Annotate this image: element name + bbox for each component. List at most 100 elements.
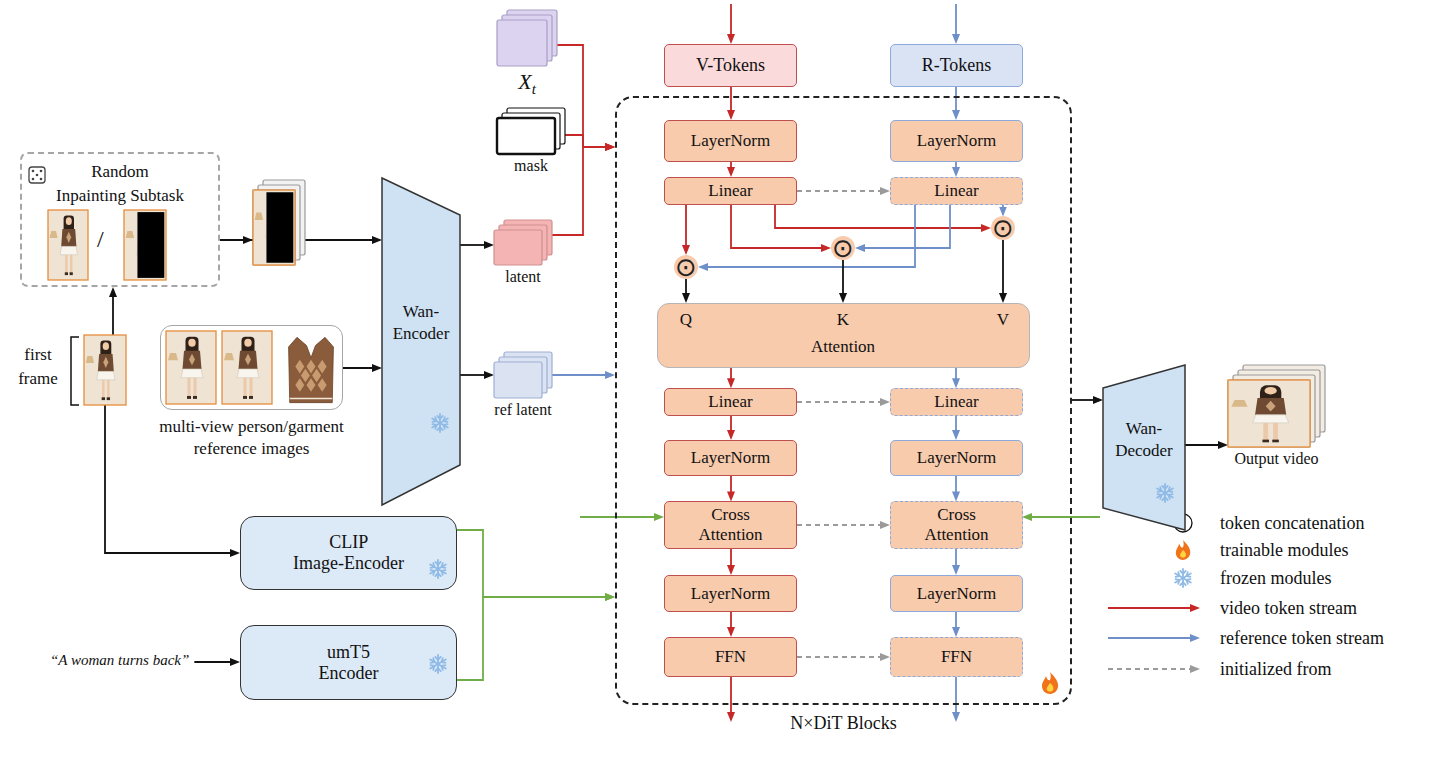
module-label: LayerNorm	[917, 584, 996, 604]
shoe	[107, 397, 110, 400]
snowflake-stroke	[1167, 493, 1172, 499]
module-label: Linear	[708, 392, 752, 412]
snowflake-arm	[429, 657, 447, 671]
argyle	[66, 232, 71, 243]
photo-frame	[1228, 380, 1310, 447]
module-box: Cross Attention	[664, 501, 797, 548]
snowflake-stroke	[1175, 574, 1191, 583]
shoe	[70, 272, 73, 275]
connector	[730, 87, 732, 114]
connector	[1002, 205, 1004, 211]
lamp	[255, 213, 263, 221]
snowflake-stroke	[433, 423, 438, 429]
connector	[343, 367, 376, 369]
photo-frame	[222, 331, 272, 404]
stack-label: Output video	[1235, 450, 1319, 468]
legend-text: token concatenation	[1220, 512, 1364, 534]
module-label: R-Tokens	[922, 55, 992, 76]
attention-label: Attention	[811, 337, 875, 357]
module-box: Cross Attention	[890, 501, 1023, 548]
sweater	[98, 354, 114, 372]
leg	[1273, 423, 1278, 440]
connector	[1185, 444, 1222, 446]
leg	[1263, 423, 1268, 440]
garment-photo	[289, 337, 334, 402]
subtask-title: Random Inpainting Subtask	[55, 160, 185, 208]
snowflake-arm	[429, 562, 447, 576]
output-stub	[955, 677, 957, 716]
module-label: FFN	[715, 647, 746, 667]
snowflake-stroke	[435, 562, 440, 565]
legend-text: initialized from	[1220, 658, 1331, 680]
snowflake-icon	[1174, 569, 1192, 587]
connector	[1072, 399, 1097, 401]
connector	[955, 476, 957, 495]
skirt	[1253, 415, 1289, 423]
connector	[565, 135, 609, 147]
connector	[797, 656, 884, 658]
shoe	[243, 396, 247, 399]
module-label: Cross Attention	[912, 505, 1002, 544]
shoe	[1272, 440, 1279, 443]
latent-stack: ref latent	[494, 352, 552, 398]
snowflake-stroke	[1175, 574, 1191, 583]
face	[66, 217, 72, 225]
snowflake-arm	[1174, 571, 1192, 585]
module-box: Linear	[890, 177, 1023, 205]
snowflake-stroke	[430, 660, 446, 669]
stack-label: t	[532, 81, 536, 98]
input-stub	[955, 4, 957, 38]
snowflake-stroke	[437, 427, 442, 430]
snowflake-stroke	[1185, 572, 1190, 578]
lamp	[1231, 400, 1247, 407]
leg	[188, 378, 191, 397]
dit-block-frame: LayerNormLayerNormLinearLinear⊙⊙⊙QKVAtte…	[615, 96, 1072, 705]
photo-frame	[84, 335, 126, 405]
snowflake-stroke	[440, 664, 445, 670]
snowflake-stroke	[435, 573, 440, 576]
stack-label: ref latent	[494, 401, 551, 419]
latent-stack: Xt	[497, 10, 557, 66]
snowflake-arm	[1156, 486, 1174, 500]
module-box: Linear	[890, 388, 1023, 416]
person-photo	[48, 210, 88, 280]
latent-stack: Output video	[1228, 365, 1325, 447]
frame-image: first frame	[84, 335, 126, 405]
photo-frame	[48, 210, 88, 280]
attention-box: QKVAttention	[657, 303, 1030, 368]
module-box: CLIP Image-Encoder	[240, 516, 457, 590]
dice-pip	[32, 178, 35, 181]
legend-line	[1108, 607, 1194, 609]
fire-icon	[1176, 540, 1191, 560]
module-label: V-Tokens	[696, 55, 765, 76]
latent-stack: mask	[497, 108, 565, 154]
module-box: LayerNorm	[664, 440, 797, 476]
shoe	[193, 396, 197, 399]
connector	[775, 205, 985, 228]
concat-circle: ⊙	[991, 216, 1015, 240]
argyle	[312, 369, 321, 383]
connector	[685, 205, 687, 249]
stack-card	[494, 362, 542, 398]
prompt-arrow	[194, 661, 234, 663]
legend-samples	[1108, 514, 1194, 669]
shoe	[187, 396, 191, 399]
stack-shape	[1228, 365, 1325, 447]
vest-rib	[290, 398, 333, 400]
module-label: Linear	[708, 181, 752, 201]
snowflake-stroke	[442, 417, 447, 423]
snowflake-stroke	[1176, 572, 1181, 578]
connector	[955, 612, 957, 631]
word: CLIP	[329, 532, 367, 552]
legend-text: video token stream	[1220, 597, 1357, 619]
stack-shape	[497, 10, 557, 66]
photo-frame	[253, 190, 295, 265]
connector	[955, 87, 957, 114]
module-box: FFN	[890, 637, 1023, 677]
snowflake-stroke	[430, 565, 446, 574]
lamp	[224, 353, 234, 360]
module-box: R-Tokens	[890, 44, 1023, 87]
connector	[731, 205, 825, 248]
module-label: LayerNorm	[917, 448, 996, 468]
arrowhead	[243, 236, 253, 244]
